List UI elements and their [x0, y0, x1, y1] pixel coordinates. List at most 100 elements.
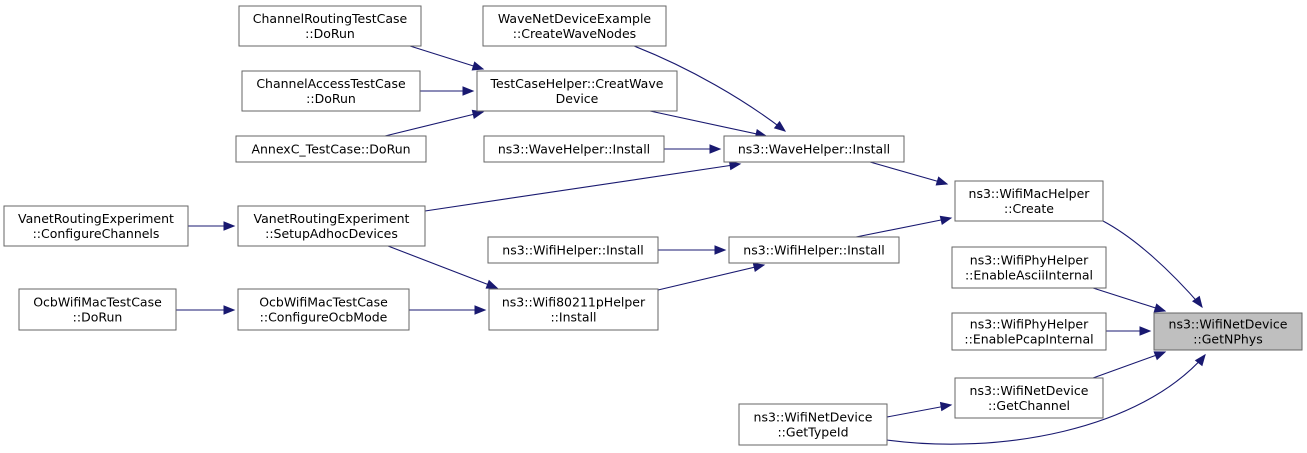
graph-node[interactable]: ns3::WaveHelper::Install — [723, 135, 905, 163]
node-label: ::CreateWaveNodes — [513, 26, 636, 41]
graph-node[interactable]: ChannelAccessTestCase::DoRun — [241, 70, 421, 112]
node-box[interactable] — [241, 70, 421, 112]
graph-node[interactable]: OcbWifiMacTestCase::DoRun — [18, 288, 177, 331]
node-label: WaveNetDeviceExample — [498, 11, 652, 26]
edge-n8-to-n2 — [664, 144, 722, 154]
arrowhead-icon — [471, 61, 485, 71]
node-label: VanetRoutingExperiment — [254, 211, 410, 226]
node-box[interactable] — [954, 180, 1104, 222]
graph-node[interactable]: ns3::WaveHelper::Install — [483, 135, 665, 163]
arrowhead-icon — [773, 120, 787, 132]
graph-node[interactable]: ns3::WifiPhyHelper::EnablePcapInternal — [951, 312, 1107, 351]
node-label: ::DoRun — [306, 91, 356, 106]
edge-line — [657, 264, 765, 291]
graph-node[interactable]: ns3::WifiNetDevice::GetChannel — [954, 377, 1104, 419]
node-box[interactable] — [235, 135, 427, 163]
edge-line — [1092, 351, 1166, 379]
node-box[interactable] — [18, 288, 177, 331]
node-box[interactable] — [738, 403, 888, 446]
edge-n12-to-n11 — [658, 245, 727, 255]
arrowhead-icon — [939, 215, 953, 225]
arrowhead-icon — [223, 221, 236, 231]
arrowhead-icon — [223, 305, 236, 315]
node-box[interactable] — [1153, 312, 1303, 351]
node-label: AnnexC_TestCase::DoRun — [251, 142, 410, 157]
arrowhead-icon — [728, 160, 742, 171]
edge-line — [1092, 287, 1166, 312]
node-label: ::Create — [1004, 201, 1054, 216]
graph-node[interactable]: WaveNetDeviceExample::CreateWaveNodes — [482, 5, 667, 47]
graph-node[interactable]: ns3::WifiPhyHelper::EnableAsciiInternal — [951, 246, 1107, 289]
graph-node[interactable]: ns3::WifiHelper::Install — [487, 236, 659, 264]
node-box[interactable] — [476, 70, 678, 112]
node-label: ns3::WifiHelper::Install — [743, 243, 884, 258]
node-label: ns3::WifiPhyHelper — [970, 317, 1089, 332]
edge-n18-to-n0 — [1092, 351, 1167, 379]
node-box[interactable] — [483, 135, 665, 163]
graph-node[interactable]: ChannelRoutingTestCase::DoRun — [238, 5, 422, 47]
node-box[interactable] — [951, 246, 1107, 289]
edge-line — [1102, 220, 1203, 308]
edge-n11-to-n1 — [855, 215, 953, 238]
graph-node[interactable]: ns3::WifiHelper::Install — [728, 236, 900, 264]
edge-n3-to-n2 — [633, 45, 787, 132]
node-box[interactable] — [482, 5, 667, 47]
node-box[interactable] — [488, 288, 659, 331]
node-box[interactable] — [238, 5, 422, 47]
edge-n4-to-n2 — [649, 110, 768, 139]
arrowhead-icon — [1153, 303, 1167, 313]
edge-line — [424, 163, 741, 212]
graph-node[interactable]: ns3::Wifi80211pHelper::Install — [488, 288, 659, 331]
edge-n19-to-n18 — [886, 401, 953, 418]
node-label: ::GetTypeId — [777, 425, 848, 440]
arrowhead-icon — [935, 176, 949, 186]
edge-n9-to-n2 — [424, 160, 742, 212]
edge-n17-to-n0 — [1106, 326, 1152, 336]
node-box[interactable] — [728, 236, 900, 264]
edge-line — [886, 404, 952, 418]
node-box[interactable] — [3, 205, 189, 247]
node-label: ::EnablePcapInternal — [964, 332, 1093, 347]
focus-node[interactable]: ns3::WifiNetDevice::GetNPhys — [1153, 312, 1303, 351]
arrowhead-icon — [1194, 353, 1206, 367]
node-label: ns3::WifiNetDevice — [970, 383, 1089, 398]
node-label: OcbWifiMacTestCase — [33, 295, 162, 310]
graph-node[interactable]: OcbWifiMacTestCase::ConfigureOcbMode — [237, 288, 410, 331]
node-label: ::GetNPhys — [1193, 332, 1262, 347]
edge-n6-to-n4 — [420, 86, 475, 96]
node-label: ::DoRun — [305, 26, 355, 41]
arrowhead-icon — [1139, 326, 1152, 336]
arrowhead-icon — [474, 305, 487, 315]
node-label: ::SetupAdhocDevices — [265, 226, 398, 241]
node-box[interactable] — [951, 312, 1107, 351]
arrowhead-icon — [485, 279, 499, 289]
node-box[interactable] — [237, 205, 426, 247]
node-label: ns3::WaveHelper::Install — [738, 142, 890, 157]
edge-n1-to-n0 — [1102, 220, 1203, 309]
node-box[interactable] — [487, 236, 659, 264]
node-label: ns3::Wifi80211pHelper — [502, 295, 646, 310]
node-label: ChannelRoutingTestCase — [253, 11, 408, 26]
graph-node[interactable]: ns3::WifiNetDevice::GetTypeId — [738, 403, 888, 446]
arrowhead-icon — [752, 262, 766, 272]
node-label: ChannelAccessTestCase — [256, 76, 406, 91]
edge-line — [409, 45, 484, 70]
graph-node[interactable]: ns3::WifiMacHelper::Create — [954, 180, 1104, 222]
edge-n14-to-n13 — [409, 305, 487, 315]
node-box[interactable] — [723, 135, 905, 163]
node-label: ::DoRun — [73, 310, 123, 325]
node-label: Device — [556, 91, 599, 106]
node-box[interactable] — [954, 377, 1104, 419]
node-box[interactable] — [237, 288, 410, 331]
arrowhead-icon — [939, 401, 953, 412]
edge-line — [649, 110, 767, 137]
node-label: ns3::WifiHelper::Install — [502, 243, 643, 258]
graph-node[interactable]: VanetRoutingExperiment::ConfigureChannel… — [3, 205, 189, 247]
edge-n19-to-n0 — [886, 353, 1206, 445]
graph-node[interactable]: VanetRoutingExperiment::SetupAdhocDevice… — [237, 205, 426, 247]
edge-line — [387, 245, 498, 289]
graph-node[interactable]: AnnexC_TestCase::DoRun — [235, 135, 427, 163]
edge-line — [384, 111, 484, 137]
